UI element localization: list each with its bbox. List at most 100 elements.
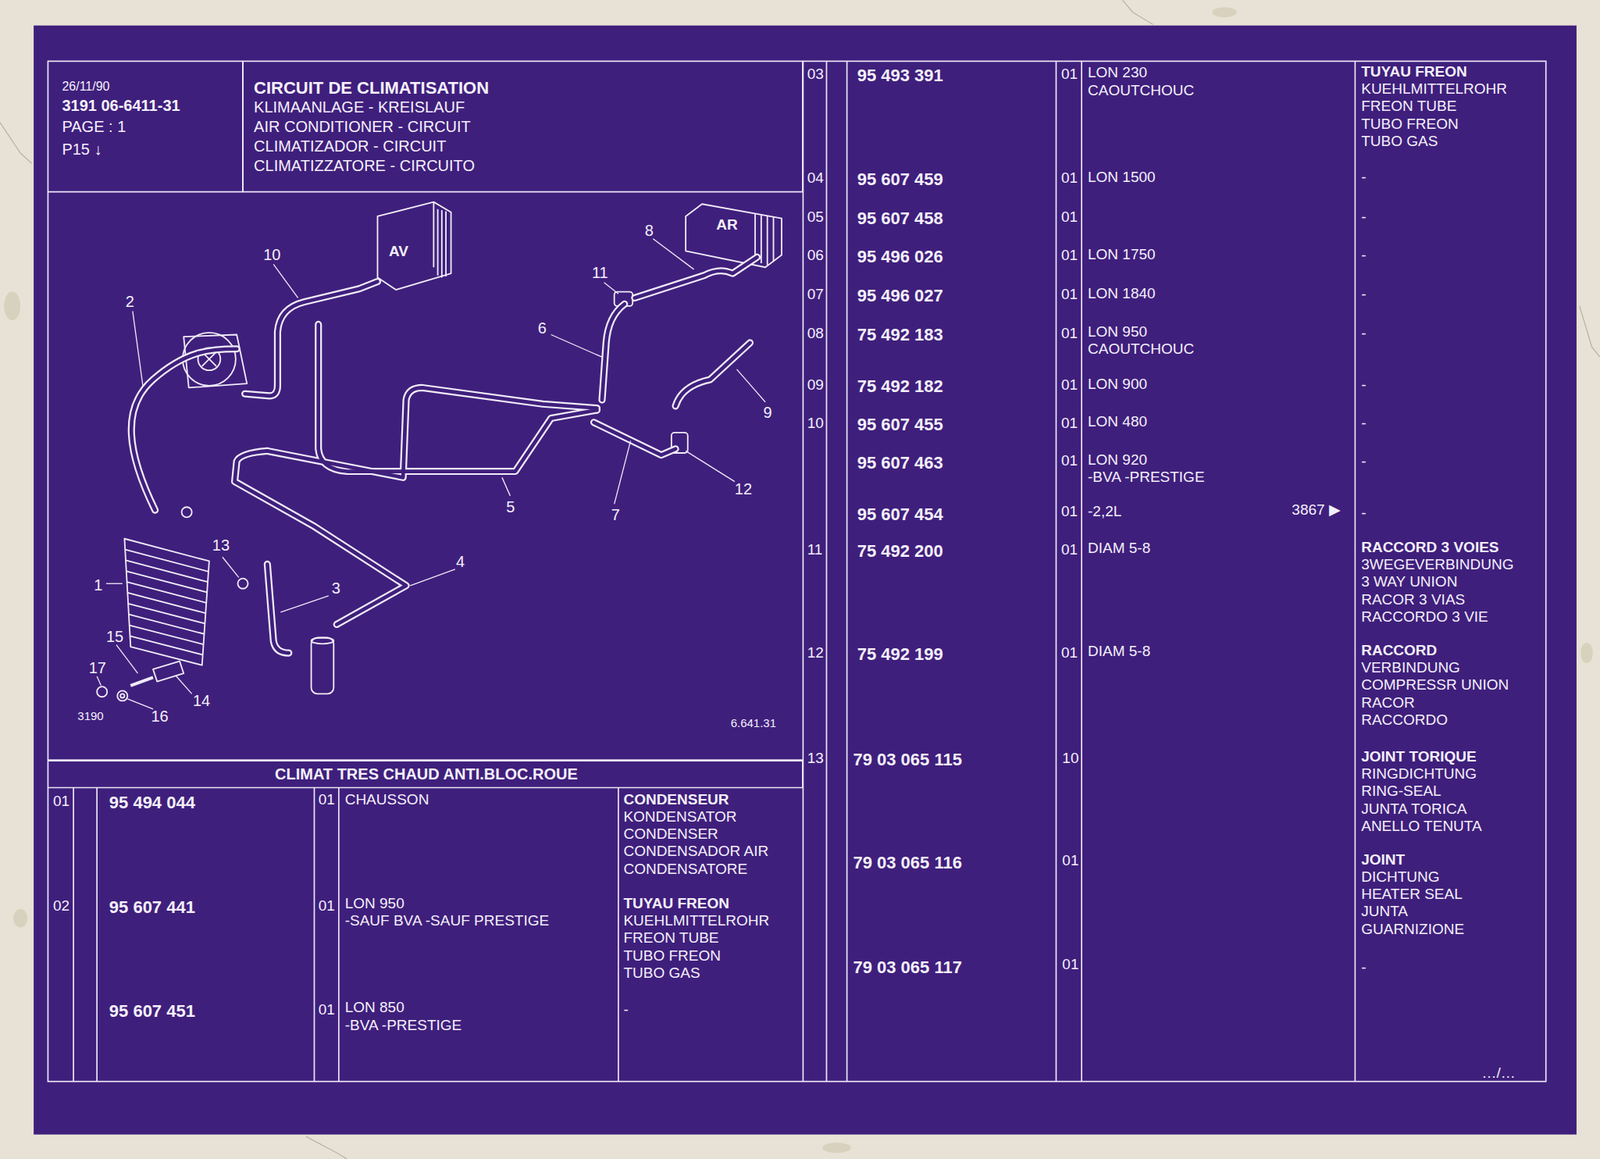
table-cell: RACCORDO 3 VIE [1361,608,1489,626]
part-outline [129,625,204,645]
table-cell: 01 [318,1001,335,1019]
designation-heading: JOINT [1361,851,1405,869]
freon-tube [131,256,757,653]
table-cell: LON 850 [345,998,405,1016]
table-cell: LON 1750 [1087,245,1156,264]
designation-heading: JOINT TORIQUE [1361,748,1476,766]
table-rule [802,60,805,1081]
leader-line [614,440,631,504]
table-cell: …/… [1481,1064,1515,1082]
table-cell: 08 [807,324,824,343]
leader-line [409,569,455,586]
part-outline [124,549,209,572]
table-cell: KUEHLMITTELROHR [1361,80,1508,98]
table-cell: -BVA -PRESTIGE [1087,468,1205,486]
box-text: 3191 06-6411-31 [61,96,180,115]
callout-number: 14 [192,691,211,710]
table-cell: 01 [1061,541,1078,559]
table-cell: VERBINDUNG [1361,659,1461,677]
designation-heading: TUYAU FREON [1361,63,1467,81]
box-text: KLIMAANLAGE - KREISLAUF [253,98,465,117]
table-cell: JUNTA TORICA [1361,800,1467,818]
table-cell: LON 1500 [1087,168,1156,186]
table-cell: LON 230 [1087,64,1148,82]
part-outline [181,506,193,517]
freon-tube [267,563,289,653]
part-outline [377,202,452,290]
table-cell: 05 [807,208,824,226]
table-cell: - [623,1001,628,1019]
callout-number: 8 [644,221,654,240]
part-number: 95 496 027 [857,285,944,306]
leader-line [273,263,298,298]
part-outline [766,216,769,266]
table-cell: FREON TUBE [623,929,719,947]
callout-number: 4 [456,552,465,571]
table-cell: 01 [1061,414,1078,432]
table-cell: TUBO GAS [1361,132,1438,150]
table-cell: DICHTUNG [1361,868,1440,886]
freon-tube [318,324,598,471]
leader-line [96,676,101,686]
box-heading: 26/11/90 [61,79,110,94]
table-cell: LON 1840 [1087,285,1156,303]
paper-crack [306,1136,347,1159]
table-cell: RING-SEAL [1361,782,1441,800]
part-outline [432,202,435,268]
paper-crack [0,122,33,164]
table-cell: 10 [1061,749,1079,767]
table-cell: 01 [1061,851,1079,870]
callout-number: 2 [125,292,135,311]
freon-tube [131,349,237,510]
table-cell: 07 [807,285,824,303]
part-outline [445,210,447,277]
freon-tube [594,422,677,456]
freon-tube [245,281,378,396]
callout-number: 1 [93,576,103,595]
table-cell: LON 900 [1087,375,1148,393]
table-cell: KONDENSATOR [623,808,737,826]
callout-number: 5 [506,498,515,517]
title-box: CIRCUIT DE CLIMATISATIONKLIMAANLAGE - KR… [242,60,803,192]
freon-tube [602,303,625,400]
table-cell: - [1361,168,1366,186]
paper-stain [3,7,1593,1153]
part-outline [311,637,335,644]
table-cell: 12 [807,644,824,662]
table-cell: CONDENSATORE [623,860,748,878]
table-cell: - [1361,504,1366,522]
part-outline [117,690,128,701]
table-cell: GUARNIZIONE [1361,920,1465,938]
part-outline [96,202,782,702]
leader-line [116,644,138,674]
part-outline [127,592,206,613]
part-number: 95 607 451 [109,1001,196,1021]
table-cell: CONDENSADOR AIR [623,842,769,860]
table-cell: - [1361,246,1366,264]
callout-number: 7 [611,506,621,524]
table-rule [47,60,1546,1081]
table-cell: CHAUSSON [345,791,430,809]
table-cell: 01 [1061,376,1078,394]
designation-heading: RACCORD 3 VOIES [1361,538,1499,556]
paper-crack [1579,306,1600,357]
table-cell: - [1361,452,1366,471]
box-text: CLIMATIZADOR - CIRCUIT [253,137,446,156]
part-number: 95 607 458 [857,208,944,229]
part-number: 79 03 065 115 [852,749,962,770]
table-cell: RACCORDO [1361,711,1448,729]
part-outline [128,603,205,624]
paper-stain [1211,7,1237,18]
table-cell: 01 [1061,955,1079,973]
table-cell: 01 [1061,208,1078,226]
table-cell: 01 [318,897,335,915]
table-cell: 3867 ▶ [1291,501,1340,519]
leader-line [106,583,123,585]
leader-line [132,310,143,385]
callout-number: 10 [263,245,281,264]
table-cell: 01 [1061,285,1078,303]
table-cell: CAOUTCHOUC [1087,81,1194,100]
leader-line [280,595,328,613]
